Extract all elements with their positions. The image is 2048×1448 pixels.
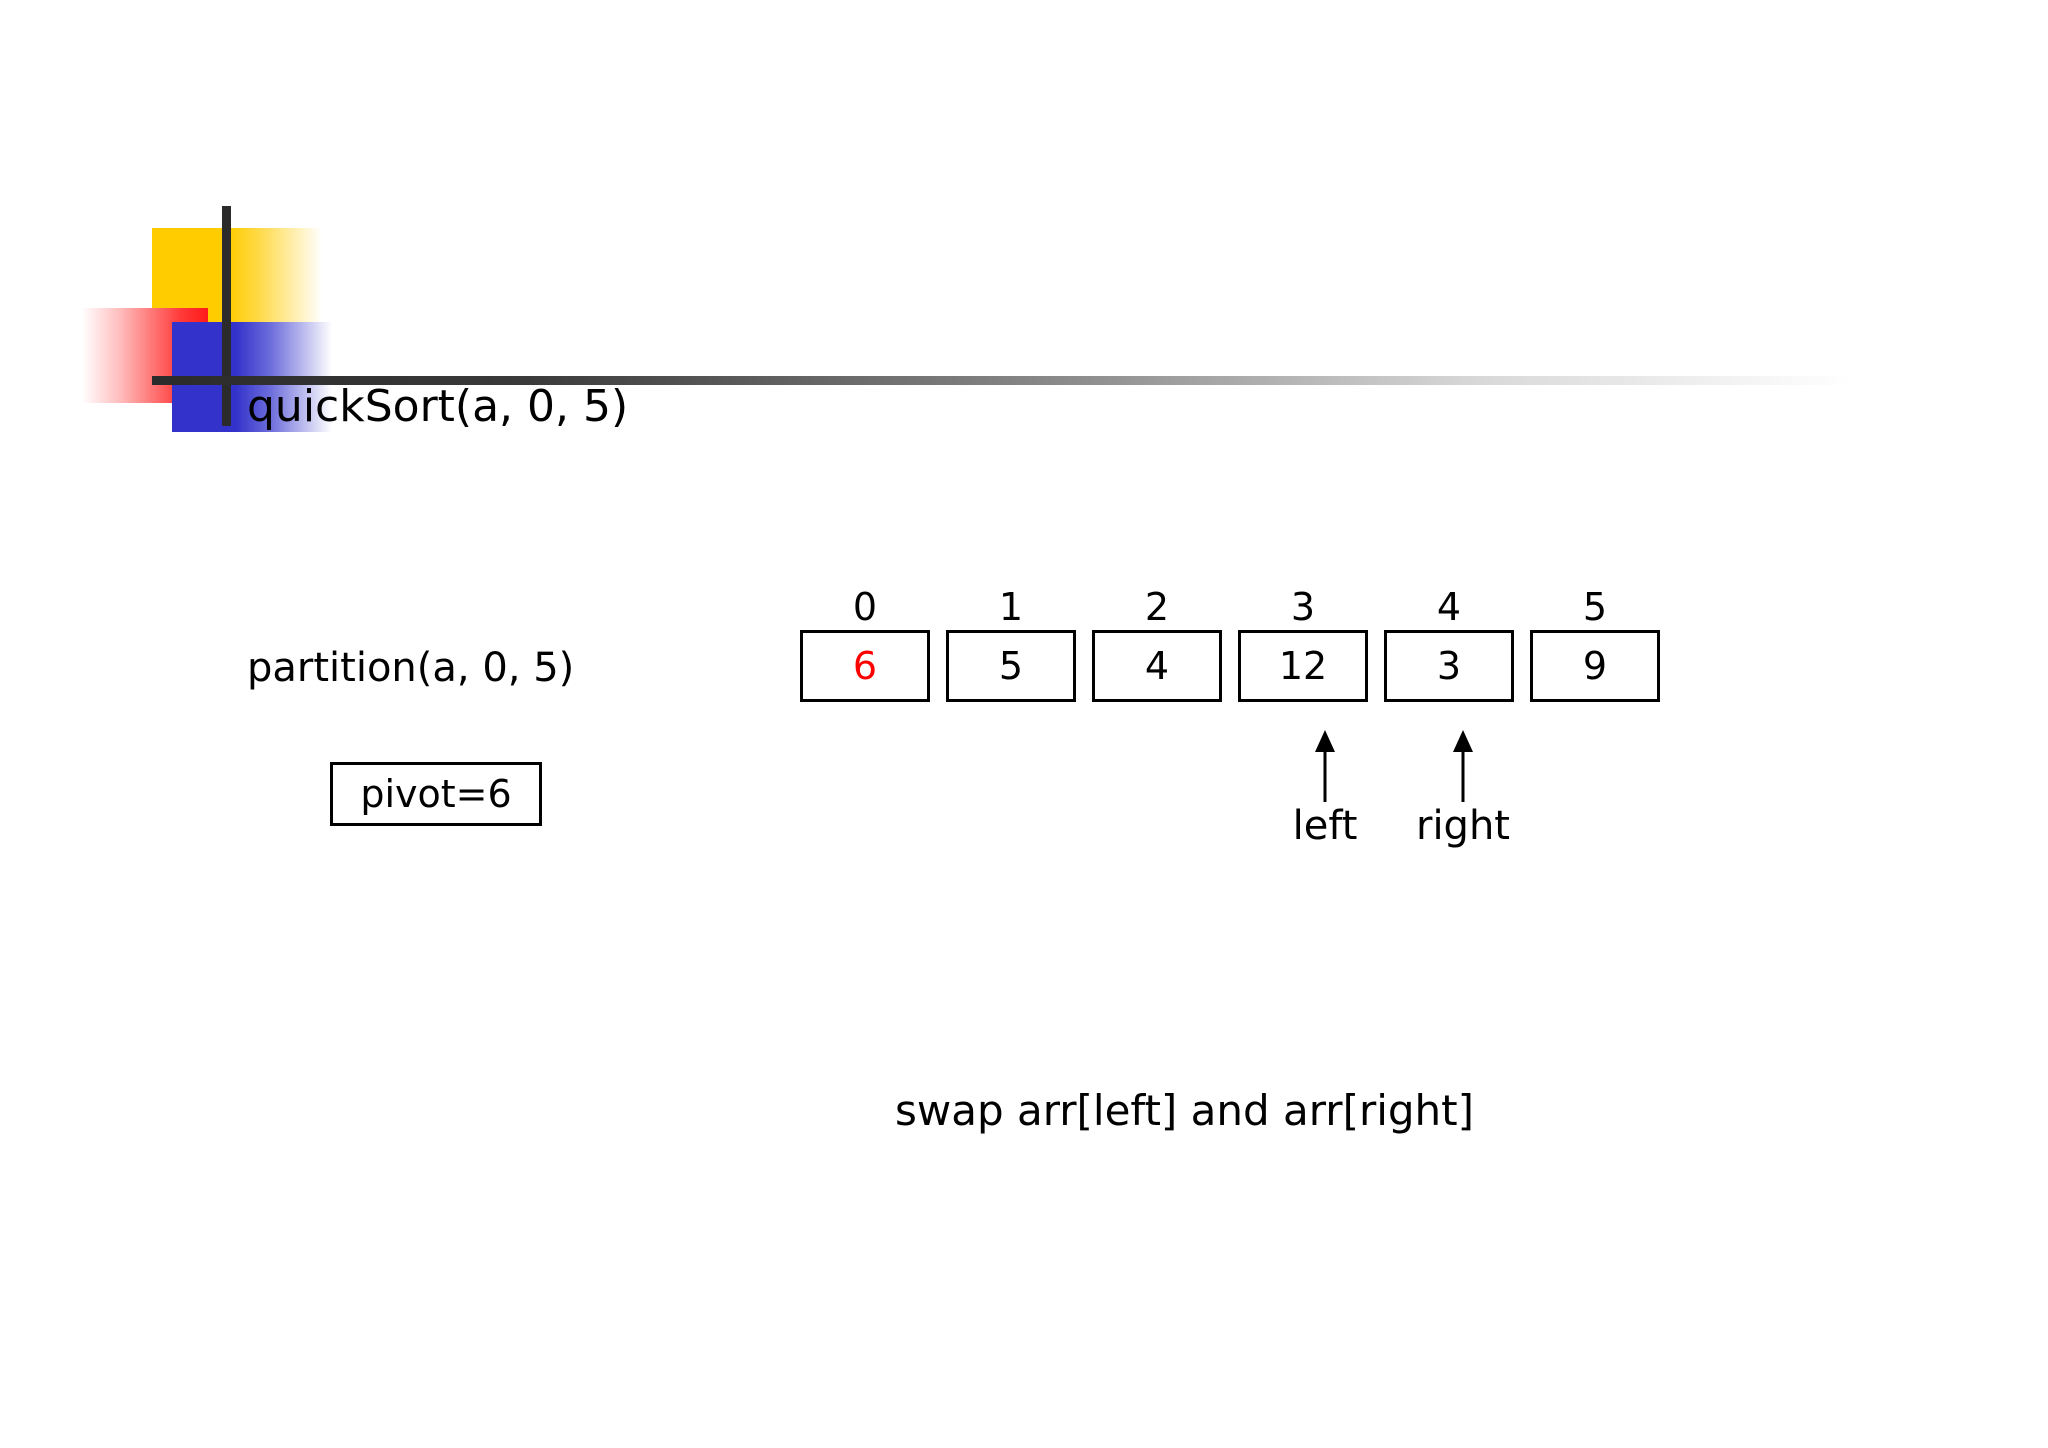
- pointer-left-label: left: [1292, 803, 1358, 849]
- pivot-box-label: pivot=6: [360, 772, 512, 816]
- array-index-label: 1: [998, 585, 1024, 629]
- array-index-label: 0: [852, 585, 878, 629]
- array-cell: 5: [946, 630, 1076, 702]
- array-cell: 12: [1238, 630, 1368, 702]
- decoration-vertical-bar: [222, 206, 231, 426]
- arrow-up-icon: [1315, 730, 1335, 802]
- array-index-label: 2: [1144, 585, 1170, 629]
- array-cell: 4: [1092, 630, 1222, 702]
- pointer-right: right: [1383, 730, 1543, 846]
- pointer-right-label: right: [1416, 803, 1510, 849]
- array-index-label: 3: [1290, 585, 1316, 629]
- array-cell: 6: [800, 630, 930, 702]
- array-index-label: 4: [1436, 585, 1462, 629]
- decoration-horizontal-rule: [152, 376, 1852, 385]
- array-index-label: 5: [1582, 585, 1608, 629]
- pointer-left: left: [1245, 730, 1405, 846]
- arrow-up-icon: [1453, 730, 1473, 802]
- partition-call-label: partition(a, 0, 5): [247, 645, 575, 691]
- array-cell: 9: [1530, 630, 1660, 702]
- pivot-box: pivot=6: [330, 762, 542, 826]
- page-title: quickSort(a, 0, 5): [247, 381, 629, 432]
- array-cell: 3: [1384, 630, 1514, 702]
- swap-note: swap arr[left] and arr[right]: [895, 1086, 1475, 1135]
- array-index-row: 0 1 2 3 4 5: [800, 588, 1660, 626]
